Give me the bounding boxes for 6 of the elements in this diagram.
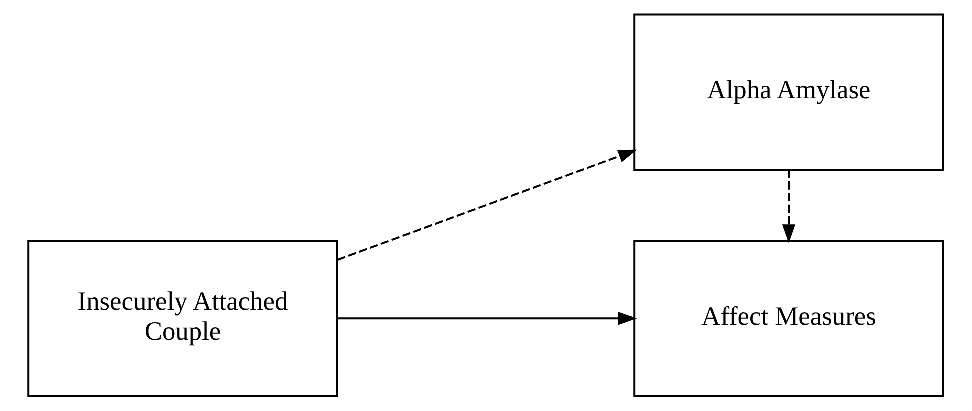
arrow (337, 312, 638, 326)
node-box: Affect Measures (634, 240, 944, 398)
node-box: Alpha Amylase (634, 14, 944, 171)
arrow (782, 170, 796, 244)
arrow (337, 150, 638, 261)
node-box: Insecurely Attached Couple (28, 240, 338, 398)
